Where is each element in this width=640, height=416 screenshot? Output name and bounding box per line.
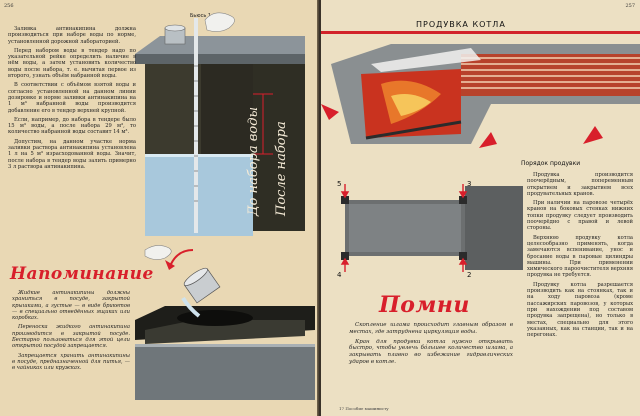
tank-top-surface — [135, 36, 305, 54]
pomni-title: Помни — [379, 292, 470, 318]
hand-icon — [144, 245, 172, 260]
tank-rim — [135, 54, 305, 64]
boiler-barrel — [465, 186, 523, 270]
right-page: 257 ПРОДУВКА КОТЛА Порядок продувки — [321, 0, 640, 416]
page-number-right: 257 — [625, 3, 635, 9]
left-page: 256 Бьюсь 1 л — [0, 0, 319, 416]
arrow-icon — [321, 104, 339, 120]
reminder-text-column: Жидкие антинакипины должны храниться в п… — [12, 290, 130, 375]
procedure-text-column: Продувка производится поочерёдным, попер… — [527, 172, 633, 341]
label-after-fill: После набора — [274, 121, 289, 217]
mark-label: 3 — [467, 180, 471, 188]
mark-label: 5 — [337, 180, 341, 188]
liquid-stream — [181, 296, 201, 318]
firebox-illustration — [321, 44, 640, 148]
paragraph: Кран для продувки котла нужно открывать … — [349, 338, 513, 365]
paragraph: Жидкие антинакипины должны храниться в п… — [12, 290, 130, 322]
valve — [341, 196, 349, 204]
paragraph: Запрещается хранить антинакипины в посуд… — [12, 352, 130, 372]
paragraph: Продувка производится поочерёдным, попер… — [527, 172, 633, 197]
mark-label: 4 — [337, 271, 342, 278]
book-gutter — [317, 0, 323, 416]
pouring-illustration — [135, 245, 315, 400]
paragraph: Скопление шлама происходит главным образ… — [349, 322, 513, 335]
arrow-icon — [583, 126, 603, 144]
page-footer: 17 Пособие машинисту — [339, 406, 389, 411]
valve — [459, 252, 467, 260]
arrow-icon — [170, 249, 194, 265]
boiler-tubes — [461, 54, 640, 96]
tender-tank-illustration: Бьюсь 1 л До набора — [135, 12, 305, 236]
heading-underline — [321, 31, 640, 34]
pomni-text-column: Скопление шлама происходит главным образ… — [349, 322, 513, 369]
procedure-caption: Порядок продувки — [521, 160, 581, 167]
mark-label: 2 — [467, 271, 471, 278]
arrow-icon — [479, 132, 497, 148]
paragraph: В соответствии с объёмом взятой воды и с… — [8, 82, 136, 114]
valve — [459, 196, 467, 204]
paragraph: Переноска жидкого антинакипина производи… — [12, 324, 130, 350]
paragraph: Продувку котла разрешается производить к… — [527, 281, 633, 339]
measuring-rod — [194, 18, 198, 233]
paragraph: Верхнюю продувку котла целесообразно при… — [527, 234, 633, 279]
page-number-left: 256 — [4, 3, 14, 9]
main-text-column: Заливка антинакипина должна производитьс… — [8, 26, 136, 173]
page-heading: ПРОДУВКА КОТЛА — [416, 20, 506, 29]
boiler-plan-diagram: 5 3 4 2 — [337, 180, 523, 278]
paragraph: Допустим, на данном участке норма заливк… — [8, 138, 136, 170]
paragraph: При наличии на паровозе четырёх кранов н… — [527, 200, 633, 232]
tank-water — [145, 154, 253, 236]
paragraph: Перед набором воды в тендер надо по указ… — [8, 47, 136, 80]
illus-label: Бьюсь 1 л — [190, 13, 216, 19]
label-before-fill: До набора воды — [246, 107, 261, 217]
reminder-title: Напоминание — [10, 264, 154, 284]
paragraph: Заливка антинакипина должна производитьс… — [8, 26, 136, 45]
hand-icon — [204, 12, 235, 32]
paragraph: Если, например, до набора в тендере было… — [8, 116, 136, 136]
tender-deck — [135, 344, 315, 400]
valve — [341, 252, 349, 260]
